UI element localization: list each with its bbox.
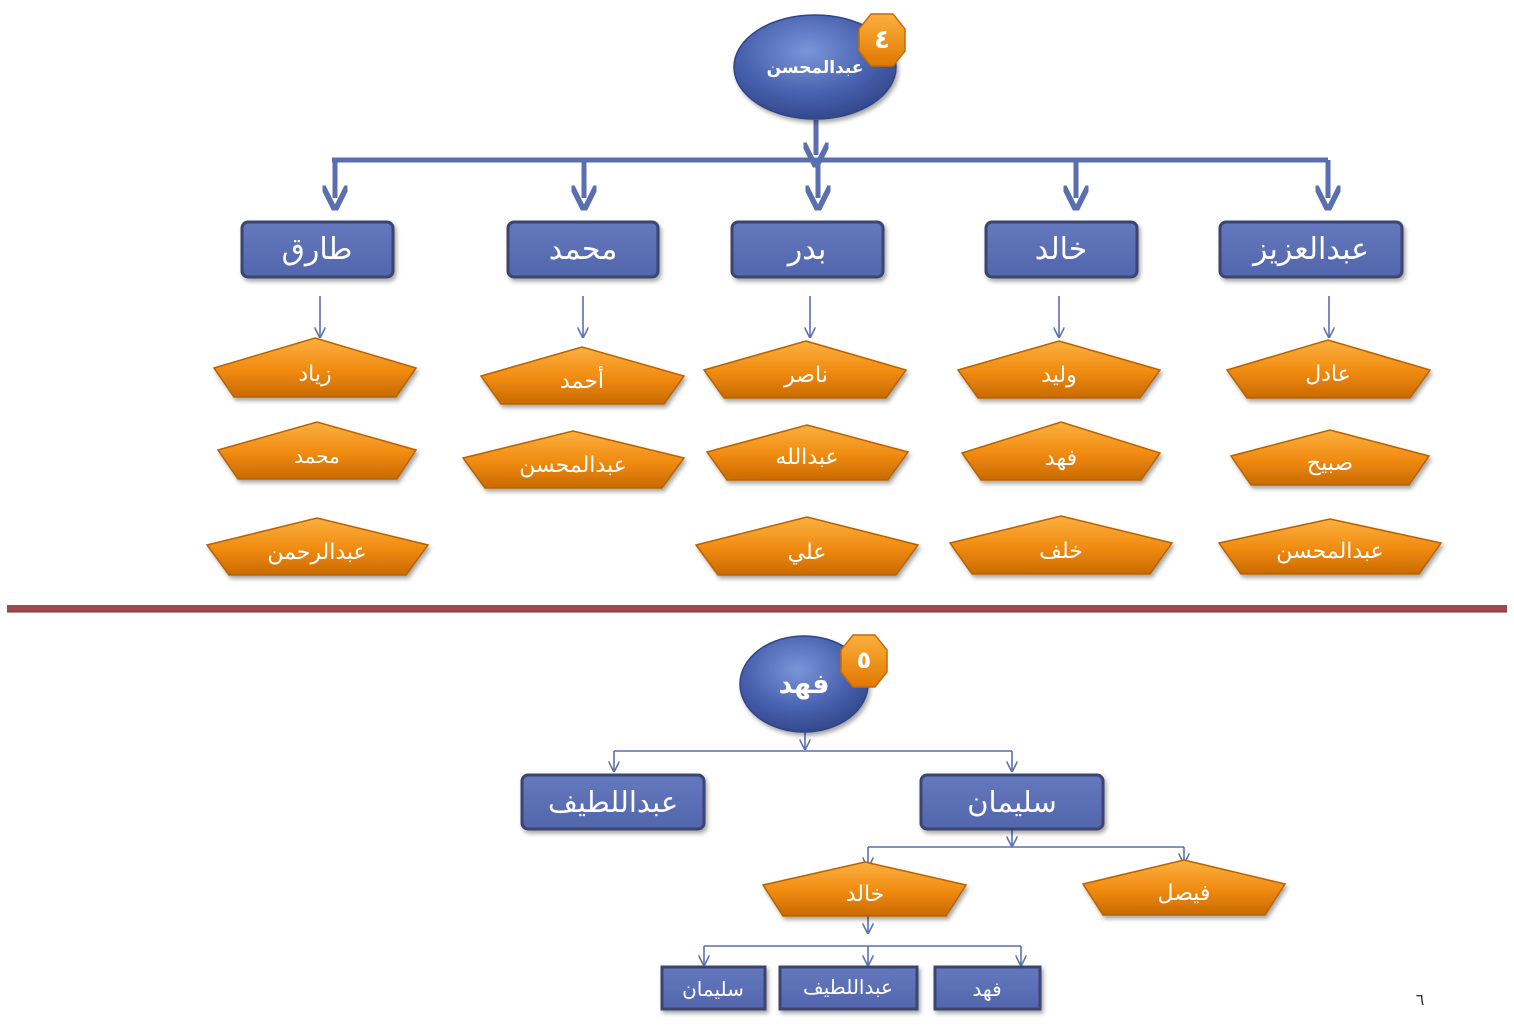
tree1-child-name: عبدالعزيز <box>1251 232 1369 267</box>
tree1-connectors <box>320 120 1329 336</box>
pentagon-node: عبدالله <box>705 424 910 481</box>
pentagon-node: أحمد <box>479 346 686 405</box>
pentagon-node: وليد <box>956 340 1162 399</box>
tree2-badge-number: ٥ <box>857 646 872 674</box>
grandchild-name: عبدالرحمن <box>267 540 366 565</box>
pentagon-node: عبدالمحسن <box>1217 518 1443 575</box>
grandchild-name: خالد <box>846 882 885 907</box>
tree1-badge-number: ٤ <box>874 25 890 55</box>
tree1-child-name: خالد <box>1035 232 1088 267</box>
tree1-child-box-4: محمد <box>506 220 660 279</box>
pentagon-node: صبيح <box>1229 429 1431 486</box>
grandchild-name: علي <box>788 540 827 565</box>
tree1-child-name: طارق <box>282 232 353 267</box>
grandchild-name: عادل <box>1305 362 1351 387</box>
pentagon-node: ناصر <box>702 340 908 399</box>
tree1-child-box-1: عبدالعزيز <box>1218 220 1404 279</box>
section-divider <box>7 605 1507 613</box>
pentagon-node: عبدالمحسن <box>461 430 686 489</box>
tree1-child-box-2: خالد <box>984 220 1139 279</box>
pentagon-node: علي <box>694 516 920 576</box>
tree2-connectors <box>614 728 1184 964</box>
tree1-child-box-5: طارق <box>240 220 395 279</box>
great-grandchild-name: عبداللطيف <box>803 975 893 999</box>
tree2-child-name: سليمان <box>967 785 1057 819</box>
grandchild-name: ناصر <box>783 363 828 388</box>
pentagon-node: عادل <box>1225 339 1432 399</box>
tree2-root-node: فهد <box>739 635 869 733</box>
pentagon-node: خالد <box>761 861 968 917</box>
tree2-root-badge: ٥ <box>840 634 888 688</box>
grandchild-name: عبدالمحسن <box>519 453 626 478</box>
grandchild-name: وليد <box>1041 363 1077 388</box>
grandchild-name: صبيح <box>1307 451 1353 476</box>
grandchild-name: زياد <box>298 362 331 387</box>
tree1-child-name: بدر <box>786 232 827 267</box>
tree2-child-name: عبداللطيف <box>548 785 678 819</box>
tree2-child-box-1: سليمان <box>919 773 1105 831</box>
tree1-child-box-3: بدر <box>730 220 885 279</box>
tree1-root-name: عبدالمحسن <box>767 58 864 78</box>
tree2-child-box-2: عبداللطيف <box>520 773 706 831</box>
pentagon-node: فهد <box>960 421 1162 481</box>
pentagon-node: فيصل <box>1081 859 1287 916</box>
tree1-child-name: محمد <box>549 232 618 267</box>
pentagon-node: زياد <box>212 337 418 398</box>
small-box-node: سليمان <box>660 965 767 1011</box>
tree1-root-badge: ٤ <box>858 13 906 67</box>
small-box-node: عبداللطيف <box>778 965 919 1011</box>
grandchild-name: خلف <box>1039 539 1083 564</box>
grandchild-name: فهد <box>1045 446 1077 471</box>
pentagon-node: محمد <box>216 421 418 480</box>
grandchild-name: محمد <box>294 444 340 468</box>
pentagon-node: عبدالرحمن <box>205 517 430 576</box>
small-box-node: فهد <box>933 965 1042 1011</box>
page-number: ٦ <box>1416 990 1425 1009</box>
grandchild-name: أحمد <box>560 366 604 394</box>
grandchild-name: فيصل <box>1158 881 1211 906</box>
tree2-root-name: فهد <box>778 669 829 700</box>
tree1-root-node: عبدالمحسن <box>733 14 897 120</box>
great-grandchild-name: فهد <box>972 977 1001 1001</box>
great-grandchild-name: سليمان <box>682 977 744 1001</box>
grandchild-name: عبدالمحسن <box>1276 539 1383 564</box>
grandchild-name: عبدالله <box>775 445 838 470</box>
pentagon-node: خلف <box>948 515 1174 575</box>
